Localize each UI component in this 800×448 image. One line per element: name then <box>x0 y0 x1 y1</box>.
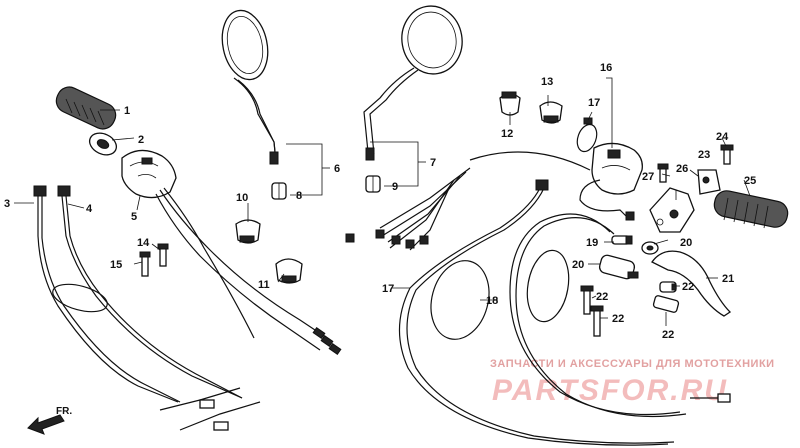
wiring-harness <box>345 167 471 251</box>
callout-23: 14 <box>137 237 150 249</box>
callout-8: 22 <box>662 329 674 341</box>
throttle-sleeve <box>88 132 118 156</box>
right-grip <box>713 190 789 229</box>
left-connectors <box>312 326 342 356</box>
callout-10: 2 <box>138 134 144 146</box>
callout-6: 5 <box>131 211 137 223</box>
mirror-nut-left <box>271 182 287 200</box>
callout-22-c: 12 <box>501 128 513 140</box>
callout-17-right: 7 <box>430 157 436 169</box>
brake-switch <box>598 254 639 280</box>
throttle-cables <box>33 185 261 431</box>
left-switch-housing <box>121 149 177 199</box>
callout-14: 21 <box>722 273 734 285</box>
band-clamp-4 <box>539 101 563 124</box>
screw-27 <box>720 144 734 165</box>
clamp-9 <box>697 169 721 195</box>
leader-lines <box>14 77 751 326</box>
pivot-19 <box>659 281 677 293</box>
callout-16: 19 <box>586 237 598 249</box>
clutch-cable <box>398 179 675 446</box>
watermark: ЗАПЧАСТИ И АКСЕССУАРЫ ДЛЯ МОТОТЕХНИКИ PA… <box>490 358 775 407</box>
watermark-tagline: ЗАПЧАСТИ И АКСЕССУАРЫ ДЛЯ МОТОТЕХНИКИ <box>490 358 775 370</box>
screw-18 <box>657 163 669 183</box>
left-mirror <box>221 9 279 165</box>
screw-25 <box>580 285 594 315</box>
screw-26 <box>590 305 604 337</box>
callout-20-right: 9 <box>392 181 398 193</box>
right-switch-housing <box>579 142 643 221</box>
callout-4: 17 <box>588 97 600 109</box>
callout-7: 16 <box>600 62 612 74</box>
screw-24 <box>139 251 151 277</box>
callout-22-d: 13 <box>541 76 553 88</box>
callout-1: 3 <box>4 198 10 210</box>
callout-20-left: 8 <box>296 190 302 202</box>
callout-3: 17 <box>382 283 394 295</box>
pin-8 <box>652 295 680 313</box>
callout-11: 1 <box>124 105 130 117</box>
callout-25: 22 <box>596 291 608 303</box>
callout-22-b: 11 <box>258 279 270 291</box>
washer-21 <box>641 241 659 255</box>
upper-cable <box>469 151 591 171</box>
band-clamp-3 <box>499 91 521 116</box>
callout-9: 23 <box>698 149 710 161</box>
front-arrow-label: FR. <box>56 406 72 417</box>
callout-2: 4 <box>86 203 93 215</box>
callout-15: 20 <box>572 259 584 271</box>
brake-lever <box>651 250 732 317</box>
brake-cable <box>509 213 731 418</box>
callout-27: 24 <box>716 131 729 143</box>
callout-26: 22 <box>612 313 624 325</box>
band-clamp-1 <box>235 219 261 244</box>
left-grip <box>55 86 117 130</box>
callout-17-left: 6 <box>334 163 340 175</box>
watermark-brand: PARTSFOR.RU <box>492 374 728 407</box>
bolt-16 <box>611 235 633 245</box>
callout-19: 22 <box>682 281 694 293</box>
callout-labels: 1 2 3 4 5 6 7 8 9 10 11 12 13 14 15 16 1… <box>4 62 756 341</box>
callout-5: 18 <box>486 295 498 307</box>
callout-21: 20 <box>680 237 692 249</box>
callout-24: 15 <box>110 259 122 271</box>
lever-bracket <box>649 187 695 233</box>
screw-23 <box>157 243 169 267</box>
callout-13: 26 <box>676 163 688 175</box>
mirror-nut-right <box>365 175 381 193</box>
band-clamp-2 <box>275 258 303 284</box>
callout-12: 25 <box>744 175 756 187</box>
front-arrow: FR. <box>27 406 72 435</box>
callout-18: 27 <box>642 171 654 183</box>
ring-4 <box>576 117 598 153</box>
right-mirror <box>363 5 463 161</box>
callout-22-a: 10 <box>236 192 248 204</box>
